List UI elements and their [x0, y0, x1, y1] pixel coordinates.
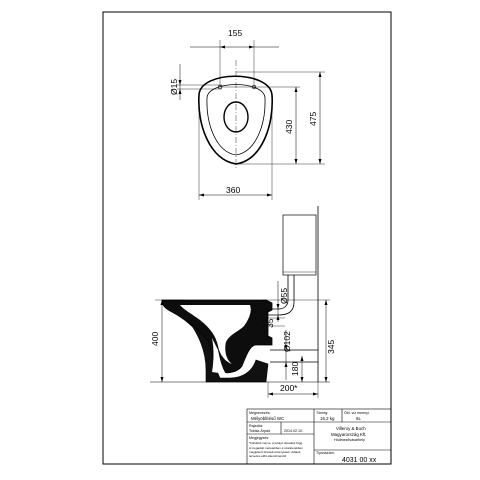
- arrowhead: [267, 193, 272, 197]
- arrowhead: [178, 80, 182, 85]
- dim-text-400: 400: [150, 332, 160, 346]
- arrowhead: [300, 377, 304, 382]
- arrowhead: [284, 345, 288, 350]
- tb-article-value: 4031 00 xx: [342, 457, 377, 464]
- tb-flush-label: Öbl. víz mennyi.: [344, 411, 370, 415]
- dim-text-360: 360: [226, 185, 240, 195]
- cistern: [282, 214, 317, 276]
- bowl-interior: [180, 305, 251, 364]
- tb-notes-line4: tervezés előtt ellenőrizendő!: [249, 454, 287, 458]
- side-view: 400 Ø55 35 Ø102 180 345 200*: [150, 206, 336, 398]
- dim-text-d102: Ø102: [282, 331, 292, 352]
- tb-weight-value: 16,2 kg: [320, 416, 335, 421]
- bowl-foot: [187, 319, 269, 383]
- tb-notes-line2: A megadott méretekben a szaniterekben: [249, 446, 303, 450]
- arrowhead: [318, 159, 322, 164]
- dim-text-d55: Ø55: [279, 288, 289, 304]
- dim-text-345: 345: [326, 340, 336, 354]
- dim-text-d15: Ø15: [169, 79, 179, 95]
- dim-text-155: 155: [228, 28, 242, 38]
- tb-designation-value: Mélyöblítésű WC: [251, 416, 284, 421]
- outlet-pipe: [270, 349, 318, 363]
- arrowhead: [178, 89, 182, 94]
- bowl-rim-inner: [206, 84, 266, 156]
- arrowhead: [199, 193, 204, 197]
- arrowhead: [160, 300, 164, 305]
- arrowhead: [268, 392, 273, 396]
- tb-date-value: 2014.02.10.: [284, 429, 303, 433]
- tb-company-line1: Villeroy & Boch: [336, 426, 366, 431]
- hatch: [261, 317, 269, 323]
- arrowhead: [249, 45, 254, 49]
- dim-text-475: 475: [308, 112, 318, 126]
- dim-text-180: 180: [290, 362, 300, 376]
- tb-drawn-label: Rajzolta:: [249, 424, 263, 428]
- tb-flush-value: 6L: [356, 416, 361, 421]
- arrowhead: [318, 72, 322, 77]
- foot-inner: [212, 338, 226, 374]
- arrowhead: [324, 300, 328, 305]
- arrowhead: [313, 392, 318, 396]
- tb-article-label: Típusszám:: [316, 451, 335, 455]
- title-block-text: Megnevezés: Mélyöblítésű WC Tömeg: 16,2 …: [249, 411, 377, 464]
- drawing-frame: [102, 11, 392, 465]
- arrowhead: [160, 377, 164, 382]
- arrowhead: [324, 377, 328, 382]
- tb-notes-line1: *Falsíktól mérve, a lefolyó tipusától fü…: [249, 441, 303, 445]
- tb-designation-label: Megnevezés:: [249, 411, 270, 415]
- arrowhead: [276, 315, 280, 320]
- dim-text-430: 430: [284, 120, 294, 134]
- dim-text-200: 200*: [280, 383, 298, 393]
- arrowhead: [294, 87, 298, 92]
- tb-drawn-value: Tobisa Árpád: [249, 429, 270, 433]
- arrowhead: [300, 356, 304, 361]
- title-block-frame: [246, 408, 392, 465]
- arrowhead: [294, 159, 298, 164]
- arrowhead: [276, 304, 280, 309]
- tb-weight-label: Tömeg:: [316, 411, 328, 415]
- dim-text-35: 35: [265, 318, 275, 328]
- top-view: 155 Ø15 430 475 360: [169, 28, 325, 200]
- tb-company-line2: Magyarország Kft.: [331, 432, 367, 437]
- tb-notes-label: Megjegyzés:: [249, 436, 269, 440]
- arrowhead: [284, 362, 288, 367]
- bowl-outline-top-view: [198, 75, 273, 165]
- title-block: [246, 408, 392, 465]
- hatch: [261, 329, 269, 335]
- tb-company-line3: Hódmezővásárhely: [334, 438, 365, 442]
- tb-notes-line3: megjelenő tűrések érvényesek. Adatok: [249, 450, 301, 454]
- arrowhead: [220, 45, 225, 49]
